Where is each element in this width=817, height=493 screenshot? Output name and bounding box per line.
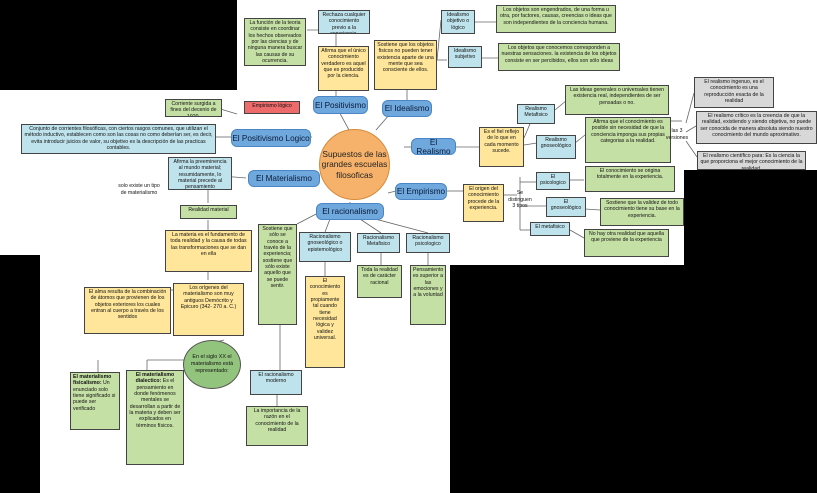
empirismo-logico-desc: Corriente surgida a fines del decenio de… [165,99,222,117]
materialismo-materia-note: La materia es el fundamento de toda real… [165,230,252,272]
materialismo-fisicalismo-title: El materialismo fisicalismo: [73,374,112,387]
realismo-metafisico-label: Realismo Metafisico [517,104,555,124]
realismo-metafisico-desc: Las ideas generales o universales tienen… [565,85,669,115]
central-topic[interactable]: Supuestos de las grandes escuelas filoso… [319,129,390,200]
branch-racionalismo[interactable]: El racionalismo [316,203,384,220]
realismo-gnoseologico-label: Realismo gnoseológico [536,135,576,159]
idealismo-objetivo-label: Idealismo objetivo o lógico [441,10,475,34]
positivismo-logico-desc: Conjunto de corrientes filosóficas, con … [21,124,216,154]
materialismo-siglo-xx-oval: En el siglo XX el materialismo está repr… [183,340,241,389]
materialismo-fisicalismo-text: Un enunciado solo tiene significado si p… [73,380,116,412]
branch-empirismo[interactable]: El Empirismo [395,183,447,200]
racionalismo-moderno-desc: La importancia de la razón en el conocim… [246,406,308,446]
racionalismo-moderno-label: El racionalismo moderno [250,370,302,395]
racionalismo-psicologico-desc: Pensamiento es superior a las emociones … [410,265,446,325]
branch-idealismo[interactable]: El Idealismo [382,100,432,117]
racionalismo-gnoseologico-label: Racionalismo gnoseológico o epistemológi… [299,232,351,262]
branch-materialismo[interactable]: El Materialismo [248,170,320,187]
positivismo-afirma-note: Afirma que el único conocimiento verdade… [318,46,369,91]
positivismo-rechaza-note: Rechaza cualquier conocimiento previo a … [318,10,370,34]
empirismo-metafisico-desc: No hay otra realidad que aquella que pro… [584,229,669,257]
materialismo-realidad-label: Realidad material [180,205,237,219]
materialismo-origenes-note: Los orígenes del materialismo son muy an… [173,283,244,336]
materialismo-dialectico-title: El materialismo dialectico: [135,372,175,385]
positivismo-funcion-note: La función de la teoria consiste en coor… [244,18,306,66]
branch-realismo[interactable]: El Realismo [411,138,456,156]
idealismo-sostiene-note: Sostiene que los objetos fisicos no pued… [374,40,437,90]
empirismo-metafisico-label: El metafisico [530,222,570,236]
racionalismo-metafisico-desc: Toda la realidad es de carácter racional [357,265,402,298]
realismo-gnoseologico-desc: Afirma que el conocimiento es posible si… [585,117,671,163]
realismo-versiones-label: las 3 versiones [665,128,689,141]
empirismo-psicologico-desc: El conocimiento se origina totalmente en… [585,166,675,192]
idealismo-subjetivo-desc: Los objetos que conocemos corresponden a… [498,43,620,71]
materialismo-fisicalismo-note: El materialismo fisicalismo: Un enunciad… [70,372,120,430]
idealismo-subjetivo-label: Idealismo subjetivo [448,46,482,68]
racionalismo-metafisico-label: Racionalismo Metafisico [357,233,400,253]
materialismo-dialectico-text: Es el pensamiento en donde fenómenos men… [129,378,181,429]
realismo-critico-note: El realismo crítico es la creencia de qu… [696,111,817,144]
empirismo-gnoseologico-label: El gnoseológico [546,197,586,217]
idealismo-objetivo-desc: Los objetos son engendrados, de una form… [496,5,616,33]
materialismo-solo-existe-label: solo existe un tipo de materialismo [118,183,160,196]
empirismo-psicologico-label: El psicologico [536,172,570,190]
realismo-cientifico-note: El realismo científico para: Es la cienc… [697,151,806,170]
realismo-reflejo-note: Es el fiel reflejo de lo que en cada mom… [479,127,524,167]
background-bottom-strip [450,255,684,265]
materialismo-alma-note: El alma resulta de la combinación de áto… [84,287,171,334]
empirismo-logico-label: Empirismo lógico [244,101,300,114]
empirismo-origen-note: El origen del conocimiento procede de la… [463,184,504,222]
branch-positivismo-logico[interactable]: El Positivismo Logico [231,129,311,147]
racionalismo-sostiene-note: Sostiene que sólo se conoce a través de … [258,224,297,325]
empirismo-gnoseologico-desc: Sostiene que la validez de todo conocimi… [600,198,684,226]
realismo-ingenuo-note: El realismo ingenuo, es el conocimiento … [694,77,774,108]
materialismo-afirma-note: Afirma la preeminencia al mundo material… [168,157,232,190]
racionalismo-psicologico-label: Racionalismo psicologico [406,233,450,253]
racionalismo-gnoseologico-desc: El conocimiento es propiamente tal cuand… [305,276,345,368]
branch-positivismo[interactable]: El Positivismo [313,96,368,114]
empirismo-distinguen-label: Se distinguen 3 tipos [508,190,532,209]
materialismo-dialectico-note: El materialismo dialectico: Es el pensam… [126,370,184,465]
